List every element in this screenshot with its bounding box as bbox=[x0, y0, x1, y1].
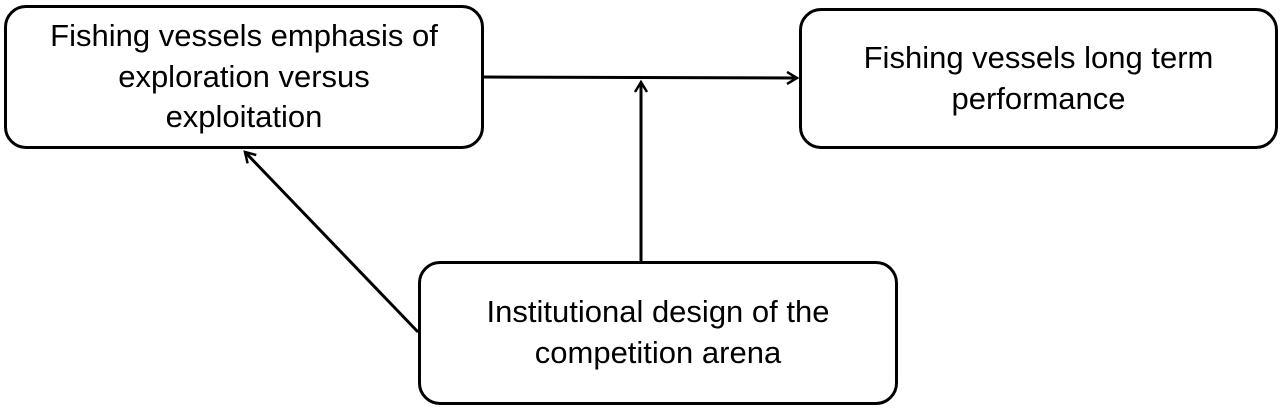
node-institutional-label: Institutional design of the competition … bbox=[486, 294, 830, 370]
node-performance-label: Fishing vessels long term performance bbox=[863, 39, 1214, 116]
node-exploration-label: Fishing vessels emphasis of exploration … bbox=[50, 17, 438, 135]
arrow-institutional-to-exploration bbox=[245, 152, 420, 334]
node-institutional-design: Institutional design of the competition … bbox=[418, 261, 898, 405]
node-long-term-performance: Fishing vessels long term performance bbox=[799, 8, 1278, 149]
arrow-exploration-to-performance bbox=[483, 77, 797, 78]
node-exploration-exploitation: Fishing vessels emphasis of exploration … bbox=[4, 5, 484, 149]
